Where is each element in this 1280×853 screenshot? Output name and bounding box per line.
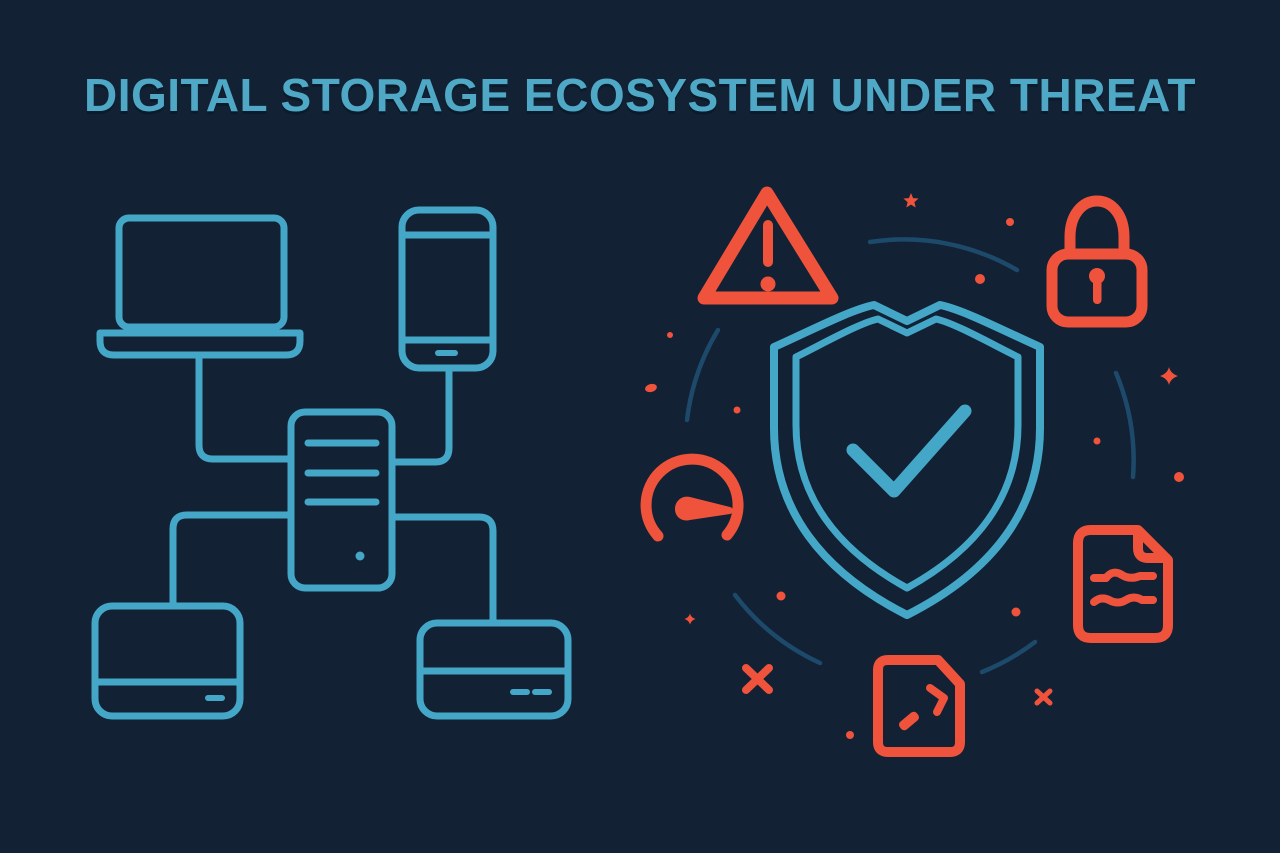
- decorations: [645, 193, 1184, 739]
- dot: [1011, 607, 1021, 617]
- check-icon: [846, 404, 972, 498]
- connector-server-right-drive: [390, 513, 497, 625]
- sparkle-icon: [1160, 367, 1178, 385]
- orbit-arc: [732, 592, 823, 666]
- orbit-arc: [867, 237, 1020, 273]
- laptop-icon: [96, 214, 304, 359]
- x-mark-icon: [742, 664, 773, 694]
- orbit-arc: [684, 327, 721, 423]
- orbit-arc: [1113, 370, 1136, 480]
- dot: [645, 383, 657, 393]
- star-icon: [903, 193, 919, 208]
- shield-check-icon: [770, 301, 1044, 619]
- dot: [776, 591, 786, 601]
- sparkle-icon: [684, 613, 696, 625]
- orbit-arcs: [684, 237, 1136, 675]
- dot: [1006, 218, 1014, 226]
- dot: [667, 332, 673, 338]
- gauge-icon: [640, 453, 744, 542]
- connector-server-left-drive: [169, 511, 293, 608]
- dot: [1093, 437, 1101, 445]
- dot: [846, 731, 854, 739]
- dot: [1174, 472, 1184, 482]
- connector-lines: [169, 353, 497, 625]
- external-drive-icon: [91, 602, 244, 720]
- corrupted-file-icon: [873, 655, 965, 757]
- connector-phone-server: [390, 366, 453, 466]
- orbit-arc: [979, 639, 1038, 675]
- security-diagram: [640, 186, 1184, 757]
- x-mark-icon: [1034, 688, 1053, 706]
- gauge-needle: [675, 496, 733, 521]
- dot: [975, 274, 985, 284]
- server-icon: [287, 408, 396, 592]
- warning-triangle-icon: [697, 186, 839, 305]
- padlock-icon: [1046, 195, 1148, 328]
- wavy-document-icon: [1073, 525, 1173, 643]
- external-drive-icon: [416, 619, 572, 720]
- dot: [733, 406, 741, 414]
- page-title: DIGITAL STORAGE ECOSYSTEM UNDER THREAT: [84, 69, 1196, 121]
- network-diagram: [91, 206, 572, 720]
- smartphone-icon: [398, 206, 497, 372]
- connector-laptop-server: [195, 353, 293, 463]
